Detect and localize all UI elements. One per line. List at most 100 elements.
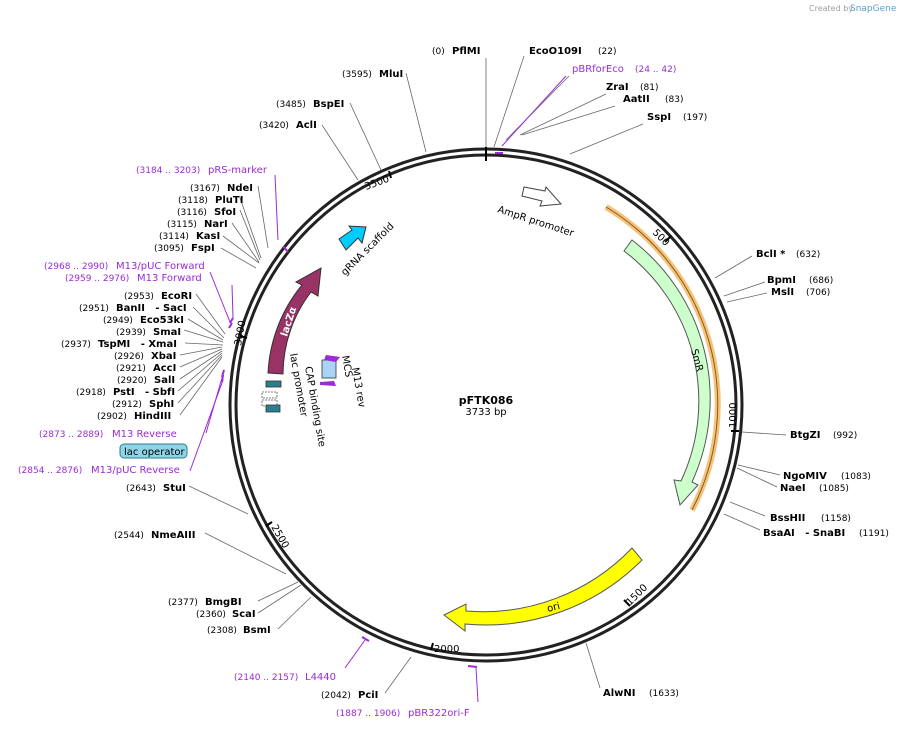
site-label-btgzi[interactable]: BtgZI bbox=[790, 430, 821, 441]
primer-range-m13puc-reverse: (2854 .. 2876) bbox=[18, 466, 82, 476]
grna-scaffold-arrow[interactable] bbox=[338, 225, 367, 251]
site-label-psti-sbfi[interactable]: PstI - SbfI bbox=[113, 387, 175, 398]
site-label-zrai[interactable]: ZraI bbox=[606, 82, 629, 93]
orf-highlight-line bbox=[605, 206, 719, 511]
site-label-aatii[interactable]: AatII bbox=[623, 94, 650, 105]
site-pos-sali: (2920) bbox=[117, 376, 147, 386]
leader-lines-left bbox=[177, 72, 427, 694]
site-label-bcli[interactable]: BclI * bbox=[756, 249, 786, 260]
tick-label-2000: 2000 bbox=[434, 644, 459, 655]
site-label-bsshii[interactable]: BssHII bbox=[770, 513, 805, 524]
site-pos-psti-sbfi: (2918) bbox=[76, 388, 106, 398]
site-pos-acli: (3420) bbox=[259, 121, 289, 131]
ampr-promoter-arrow[interactable] bbox=[521, 185, 563, 207]
site-pos-nmeaiii: (2544) bbox=[114, 531, 144, 541]
primer-range-m13-reverse: (2873 .. 2889) bbox=[39, 430, 103, 440]
primer-label-pbr322ori[interactable]: pBR322ori-F bbox=[408, 708, 470, 719]
smr-feature-arrow[interactable] bbox=[623, 239, 711, 507]
leader-lines-right bbox=[485, 55, 787, 689]
site-pos-naei: (1085) bbox=[819, 484, 849, 494]
site-label-ecoo109i[interactable]: EcoO109I bbox=[529, 46, 582, 57]
site-label-kasi[interactable]: KasI bbox=[196, 231, 220, 242]
primer-range-pbrforeco: (24 .. 42) bbox=[635, 65, 676, 75]
site-label-sfoi[interactable]: SfoI bbox=[214, 207, 236, 218]
site-pos-ecoo109i: (22) bbox=[598, 47, 616, 57]
site-label-scai[interactable]: ScaI bbox=[232, 609, 256, 620]
primer-marks bbox=[221, 152, 503, 668]
cap-binding-site-box[interactable] bbox=[265, 404, 281, 413]
site-pos-stui: (2643) bbox=[126, 484, 156, 494]
primer-label-m13puc-reverse[interactable]: M13/pUC Reverse bbox=[91, 465, 180, 476]
site-label-nari[interactable]: NarI bbox=[204, 219, 228, 230]
mcs-primer-mark bbox=[324, 355, 340, 362]
site-label-tspmi-xmai[interactable]: TspMI - XmaI bbox=[98, 339, 177, 350]
site-label-bsaai-snabi[interactable]: BsaAI - SnaBI bbox=[763, 528, 845, 539]
site-label-ngomiv[interactable]: NgoMIV bbox=[783, 471, 827, 482]
primer-label-prs-marker[interactable]: pRS-marker bbox=[208, 165, 268, 176]
site-pos-smai: (2939) bbox=[116, 328, 146, 338]
plasmid-size: 3733 bp bbox=[465, 407, 506, 418]
site-label-acli[interactable]: AclI bbox=[296, 120, 317, 131]
site-label-ndei[interactable]: NdeI bbox=[227, 183, 253, 194]
site-pos-fspi: (3095) bbox=[154, 244, 184, 254]
site-pos-banii-saci: (2951) bbox=[79, 304, 109, 314]
site-label-bmgbi[interactable]: BmgBI bbox=[205, 597, 242, 608]
lac-operator-badge[interactable] bbox=[119, 443, 188, 459]
primer-label-m13-reverse[interactable]: M13 Reverse bbox=[112, 429, 177, 440]
primer-leader-lines bbox=[189, 75, 567, 703]
site-pos-aatii: (83) bbox=[665, 95, 683, 105]
m13-rev-label: M13 rev bbox=[349, 367, 367, 409]
site-label-bpmi[interactable]: BpmI bbox=[767, 275, 796, 286]
site-label-sspi[interactable]: SspI bbox=[647, 112, 671, 123]
site-label-nmeaiii[interactable]: NmeAIII bbox=[151, 530, 195, 541]
site-pos-bpmi: (686) bbox=[809, 276, 833, 286]
site-label-msli[interactable]: MslI bbox=[771, 287, 794, 298]
site-pos-bsaai-snabi: (1191) bbox=[859, 529, 889, 539]
site-label-bspei[interactable]: BspEI bbox=[313, 99, 344, 110]
site-label-bsmi[interactable]: BsmI bbox=[243, 625, 271, 636]
site-label-fspi[interactable]: FspI bbox=[191, 243, 215, 254]
site-label-smai[interactable]: SmaI bbox=[153, 327, 181, 338]
site-pos-alwni: (1633) bbox=[649, 689, 679, 699]
site-label-sali[interactable]: SalI bbox=[154, 375, 175, 386]
credit-prefix: Created by bbox=[809, 4, 853, 13]
site-pos-eco53ki: (2949) bbox=[103, 316, 133, 326]
site-label-pflmi[interactable]: PflMI bbox=[452, 46, 480, 57]
site-pos-mlui: (3595) bbox=[342, 70, 372, 80]
mcs-label: MCS bbox=[339, 355, 354, 379]
site-label-banii-saci[interactable]: BanII - SacI bbox=[116, 303, 187, 314]
site-label-ecori[interactable]: EcoRI bbox=[161, 291, 192, 302]
site-label-stui[interactable]: StuI bbox=[163, 483, 186, 494]
site-pos-bsmi: (2308) bbox=[207, 626, 237, 636]
primer-label-pbrforeco[interactable]: pBRforEco bbox=[572, 64, 624, 75]
site-label-acci[interactable]: AccI bbox=[153, 363, 176, 374]
site-label-sphi[interactable]: SphI bbox=[149, 399, 174, 410]
lac-operator-box[interactable] bbox=[261, 391, 278, 399]
primer-label-l4440[interactable]: L4440 bbox=[305, 672, 336, 683]
primer-label-m13-forward[interactable]: M13 Forward bbox=[137, 273, 202, 284]
primer-range-pbr322ori: (1887 .. 1906) bbox=[336, 709, 400, 719]
site-label-naei[interactable]: NaeI bbox=[780, 483, 806, 494]
site-label-mlui[interactable]: MluI bbox=[379, 69, 403, 80]
lac-promoter-box[interactable] bbox=[265, 380, 282, 388]
primer-range-prs-marker: (3184 .. 3203) bbox=[136, 166, 200, 176]
primer-label-m13puc-forward[interactable]: M13/pUC Forward bbox=[116, 261, 205, 272]
tick-label-1000: 1000 bbox=[728, 403, 739, 428]
ori-feature-arrow[interactable] bbox=[443, 547, 643, 633]
site-label-alwni[interactable]: AlwNI bbox=[603, 688, 636, 699]
site-label-xbai[interactable]: XbaI bbox=[151, 351, 176, 362]
mcs-box[interactable] bbox=[321, 359, 337, 379]
lacz-alpha-arrow[interactable] bbox=[267, 267, 322, 375]
site-pos-sphi: (2912) bbox=[112, 400, 142, 410]
site-label-eco53ki[interactable]: Eco53kI bbox=[140, 315, 184, 326]
site-pos-pflmi: (0) bbox=[432, 47, 445, 57]
site-label-pcii[interactable]: PciI bbox=[358, 690, 378, 701]
ori-label: ori bbox=[546, 601, 561, 615]
m13-rev-marker[interactable] bbox=[320, 381, 336, 386]
site-label-pluti[interactable]: PluTI bbox=[215, 195, 243, 206]
site-pos-tspmi-xmai: (2937) bbox=[61, 340, 91, 350]
tick-label-3000: 3000 bbox=[233, 320, 248, 347]
site-label-hindiii[interactable]: HindIII bbox=[134, 411, 171, 422]
site-pos-zrai: (81) bbox=[640, 83, 658, 93]
